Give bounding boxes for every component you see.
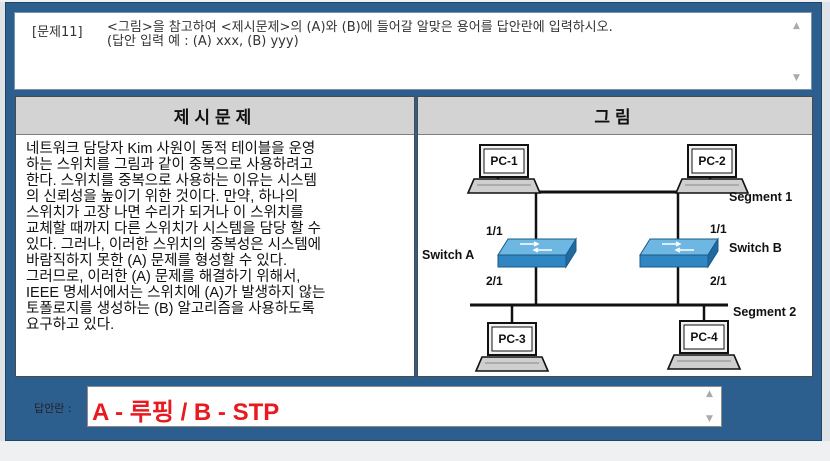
port-label: 2/1 xyxy=(710,274,727,288)
question-scrollbar[interactable]: ▲ ▼ xyxy=(793,21,805,83)
answer-label: 답안란 : xyxy=(34,402,72,415)
pc-1-label: PC-1 xyxy=(490,154,518,168)
switch-b-icon xyxy=(639,238,719,268)
port-label: 2/1 xyxy=(486,274,503,288)
answer-input[interactable]: A - 루핑 / B - STP ▲ ▼ xyxy=(87,386,722,427)
switch-a-icon xyxy=(497,238,577,268)
switch-b-label: Switch B xyxy=(729,241,782,255)
segment-2-label: Segment 2 xyxy=(733,305,796,319)
scroll-down-icon[interactable]: ▼ xyxy=(793,73,800,83)
problem-line: 의 신뢰성을 높이기 위한 것이다. 만약, 하나의 xyxy=(26,189,299,205)
problem-title: 제시문제 xyxy=(16,97,414,135)
network-diagram: PC-1 PC-2 PC-3 PC-4 Segment 1 Segment 2 … xyxy=(422,144,796,372)
pc-4-icon xyxy=(667,320,741,370)
problem-line: 스위치가 고장 나면 수리가 되거나 이 스위치를 xyxy=(26,205,304,221)
problem-line: 있다. 그러나, 이러한 스위치의 중복성은 시스템에 xyxy=(26,237,321,253)
scroll-down-icon[interactable]: ▼ xyxy=(706,414,713,424)
pc-1-icon xyxy=(467,144,541,194)
question-text: <그림>을 참고하여 <제시문제>의 (A)와 (B)에 들어갈 알맞은 용어를… xyxy=(107,21,613,49)
scroll-up-icon[interactable]: ▲ xyxy=(706,389,713,399)
switch-a-label: Switch A xyxy=(422,248,474,262)
pc-3-label: PC-3 xyxy=(498,332,526,346)
question-line-1: <그림>을 참고하여 <제시문제>의 (A)와 (B)에 들어갈 알맞은 용어를… xyxy=(107,20,613,35)
segment-1-label: Segment 1 xyxy=(729,190,792,204)
pc-4-label: PC-4 xyxy=(690,330,718,344)
problem-panel: 제시문제 네트워크 담당자 Kim 사원이 동적 테이블을 운영 하는 스위치를… xyxy=(15,96,415,377)
problem-line: 한다. 스위치를 중복으로 사용하는 이유는 시스템 xyxy=(26,173,317,189)
answer-value: A - 루핑 / B - STP xyxy=(92,399,280,426)
figure-panel: 그림 PC-1 xyxy=(417,96,813,377)
pc-2-label: PC-2 xyxy=(698,154,726,168)
problem-text: 네트워크 담당자 Kim 사원이 동적 테이블을 운영 하는 스위치를 그림과 … xyxy=(26,141,414,333)
problem-line: IEEE 명세서에서는 스위치에 (A)가 발생하지 않는 xyxy=(26,285,326,301)
problem-line: 네트워크 담당자 Kim 사원이 동적 테이블을 운영 xyxy=(26,141,316,157)
question-number: [문제11] xyxy=(32,25,83,40)
problem-line: 요구하고 있다. xyxy=(26,317,115,333)
problem-line: 토폴로지를 생성하는 (B) 알고리즘을 사용하도록 xyxy=(26,301,315,317)
pc-2-icon xyxy=(675,144,749,194)
pc-3-icon xyxy=(475,322,549,372)
answer-scrollbar[interactable]: ▲ ▼ xyxy=(706,389,718,424)
question-line-2: (답안 입력 예 : (A) xxx, (B) yyy) xyxy=(107,34,299,49)
question-box: [문제11] <그림>을 참고하여 <제시문제>의 (A)와 (B)에 들어갈 … xyxy=(14,12,812,90)
figure-title: 그림 xyxy=(418,97,812,135)
problem-line: 교체할 때까지 다른 스위치가 시스템을 담당 할 수 xyxy=(26,221,321,237)
problem-line: 그러므로, 이러한 (A) 문제를 해결하기 위해서, xyxy=(26,269,301,285)
scroll-up-icon[interactable]: ▲ xyxy=(793,21,800,31)
problem-line: 하는 스위치를 그림과 같이 중복으로 사용하려고 xyxy=(26,157,313,173)
port-label: 1/1 xyxy=(486,224,503,238)
port-label: 1/1 xyxy=(710,222,727,236)
problem-line: 바람직하지 못한 (A) 문제를 형성할 수 있다. xyxy=(26,253,287,269)
